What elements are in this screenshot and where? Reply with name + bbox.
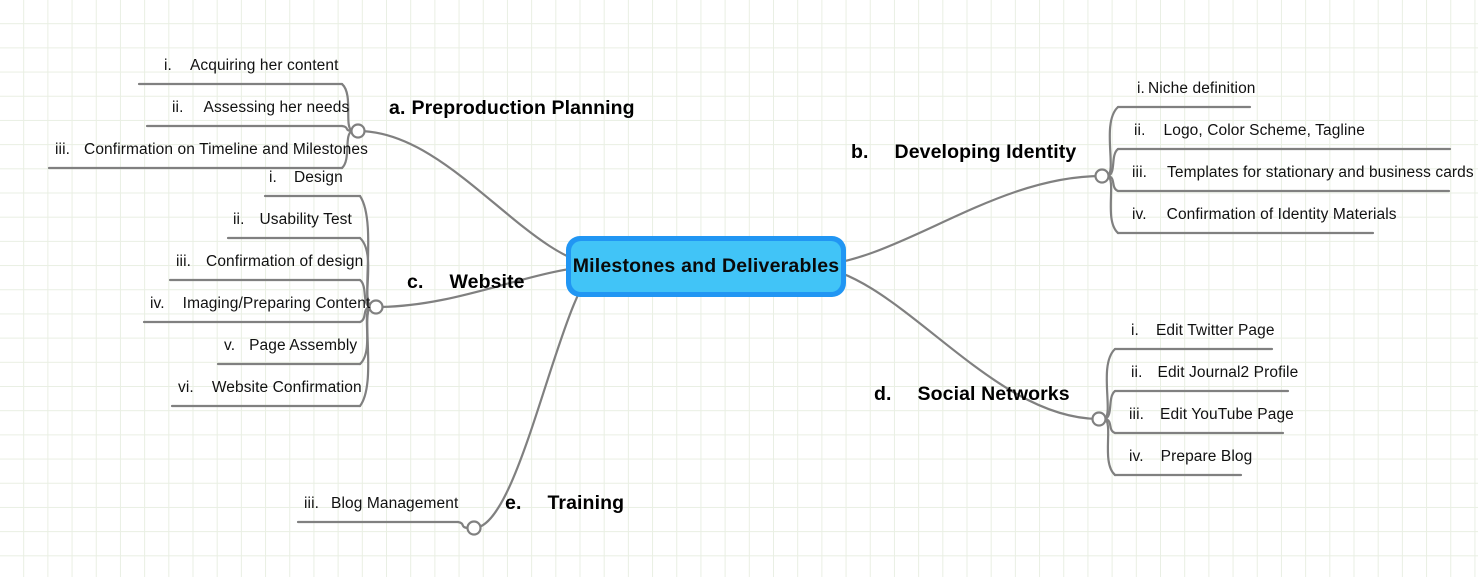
branch-label-d[interactable]: d. Social Networks [874, 383, 1070, 405]
junction-a[interactable] [350, 123, 366, 139]
subitem-a-0[interactable]: i. Acquiring her content [164, 58, 339, 74]
subitem-c-0[interactable]: i. Design [269, 170, 343, 186]
hook-b-3 [1106, 174, 1120, 235]
subitem-d-3[interactable]: iv. Prepare Blog [1129, 449, 1252, 465]
subitem-marker: iii. [304, 495, 320, 512]
trunk-e [472, 264, 602, 530]
subitem-label: Niche definition [1147, 80, 1256, 97]
subitem-a-1[interactable]: ii. Assessing her needs [172, 100, 349, 116]
branch-marker-b: b. [851, 141, 869, 163]
hook-c-4 [358, 305, 372, 366]
hook-b-2 [1106, 174, 1120, 193]
subitem-label: Prepare Blog [1160, 448, 1253, 465]
subitem-label: Logo, Color Scheme, Tagline [1163, 122, 1365, 139]
branch-marker-a: a. [389, 97, 406, 119]
hook-d-2 [1103, 417, 1117, 435]
subitem-c-4[interactable]: v. Page Assembly [224, 338, 357, 354]
subitem-c-1[interactable]: ii. Usability Test [233, 212, 352, 228]
branch-title-c: Website [449, 271, 525, 293]
hook-d-0 [1103, 347, 1117, 421]
subitem-marker: iv. [1129, 448, 1144, 465]
subitem-d-2[interactable]: iii. Edit YouTube Page [1129, 407, 1294, 423]
subitem-c-2[interactable]: iii. Confirmation of design [176, 254, 363, 270]
subitem-label: Assessing her needs [203, 99, 350, 116]
junction-nodes [350, 123, 1110, 536]
subitem-marker: iv. [150, 295, 165, 312]
subitem-label: Design [293, 169, 343, 186]
subitem-d-1[interactable]: ii. Edit Journal2 Profile [1131, 365, 1298, 381]
branch-title-e: Training [547, 492, 625, 514]
branch-title-a: Preproduction Planning [411, 97, 635, 119]
subitem-e-0[interactable]: iii. Blog Management [304, 496, 458, 512]
hook-a-1 [340, 124, 354, 133]
subitem-marker: v. [224, 337, 236, 354]
subitem-label: Acquiring her content [189, 57, 339, 74]
branch-marker-d: d. [874, 383, 892, 405]
junction-c[interactable] [368, 299, 384, 315]
subitem-marker: ii. [1131, 364, 1143, 381]
central-node-inner: Milestones and Deliverables [571, 241, 841, 292]
subitem-d-0[interactable]: i. Edit Twitter Page [1131, 323, 1275, 339]
subitem-label: Templates for stationary and business ca… [1167, 164, 1474, 181]
subitem-c-5[interactable]: vi. Website Confirmation [178, 380, 362, 396]
subitem-marker: iii. [1132, 164, 1148, 181]
branch-marker-c: c. [407, 271, 424, 293]
subitem-label: Edit Journal2 Profile [1157, 364, 1299, 381]
subitem-label: Blog Management [331, 495, 459, 512]
hook-b-1 [1106, 147, 1120, 178]
junction-e[interactable] [466, 520, 482, 536]
subitem-marker: vi. [178, 379, 194, 396]
branch-label-e[interactable]: e. Training [505, 492, 625, 514]
subitem-marker: iii. [176, 253, 192, 270]
subitem-marker: i. [1131, 322, 1139, 339]
subitem-label: Usability Test [259, 211, 352, 228]
hook-e-0 [456, 520, 470, 530]
trunk-a [356, 129, 602, 268]
subitem-marker: iii. [55, 141, 71, 158]
subitem-marker: i. [1137, 80, 1145, 97]
subitem-b-1[interactable]: ii. Logo, Color Scheme, Tagline [1134, 123, 1365, 139]
subitem-b-0[interactable]: i.Niche definition [1137, 81, 1256, 97]
subitem-marker: iii. [1129, 406, 1145, 423]
subitem-marker: iv. [1132, 206, 1147, 223]
branch-label-b[interactable]: b. Developing Identity [851, 141, 1077, 163]
hook-d-1 [1103, 389, 1117, 421]
subitem-label: Confirmation on Timeline and Milestones [84, 141, 368, 158]
branch-title-b: Developing Identity [894, 141, 1077, 163]
branch-label-c[interactable]: c. Website [407, 271, 525, 293]
branch-marker-e: e. [505, 492, 522, 514]
central-node-label: Milestones and Deliverables [572, 255, 840, 277]
subitem-c-3[interactable]: iv. Imaging/Preparing Content [150, 296, 370, 312]
subitem-label: Website Confirmation [211, 379, 362, 396]
subitem-marker: ii. [1134, 122, 1146, 139]
subitem-marker: i. [164, 57, 172, 74]
junction-b[interactable] [1094, 168, 1110, 184]
subitem-label: Edit YouTube Page [1160, 406, 1294, 423]
subitem-label: Edit Twitter Page [1155, 322, 1275, 339]
subitem-b-2[interactable]: iii. Templates for stationary and busines… [1132, 165, 1474, 181]
subitem-label: Page Assembly [249, 337, 358, 354]
branch-label-a[interactable]: a.Preproduction Planning [389, 97, 635, 119]
hook-d-3 [1103, 417, 1117, 477]
junction-d[interactable] [1091, 411, 1107, 427]
subitem-marker: ii. [233, 211, 245, 228]
subitem-marker: i. [269, 169, 277, 186]
central-node[interactable]: Milestones and Deliverables [566, 236, 846, 297]
subitem-label: Imaging/Preparing Content [182, 295, 371, 312]
hook-c-0 [358, 194, 372, 309]
subitem-b-3[interactable]: iv. Confirmation of Identity Materials [1132, 207, 1397, 223]
subitem-label: Confirmation of Identity Materials [1166, 206, 1397, 223]
subitem-a-2[interactable]: iii. Confirmation on Timeline and Milesto… [55, 142, 368, 158]
branch-title-d: Social Networks [917, 383, 1070, 405]
trunk-b [810, 174, 1104, 268]
subitem-label: Confirmation of design [206, 253, 364, 270]
subitem-marker: ii. [172, 99, 184, 116]
hook-b-0 [1106, 105, 1120, 178]
